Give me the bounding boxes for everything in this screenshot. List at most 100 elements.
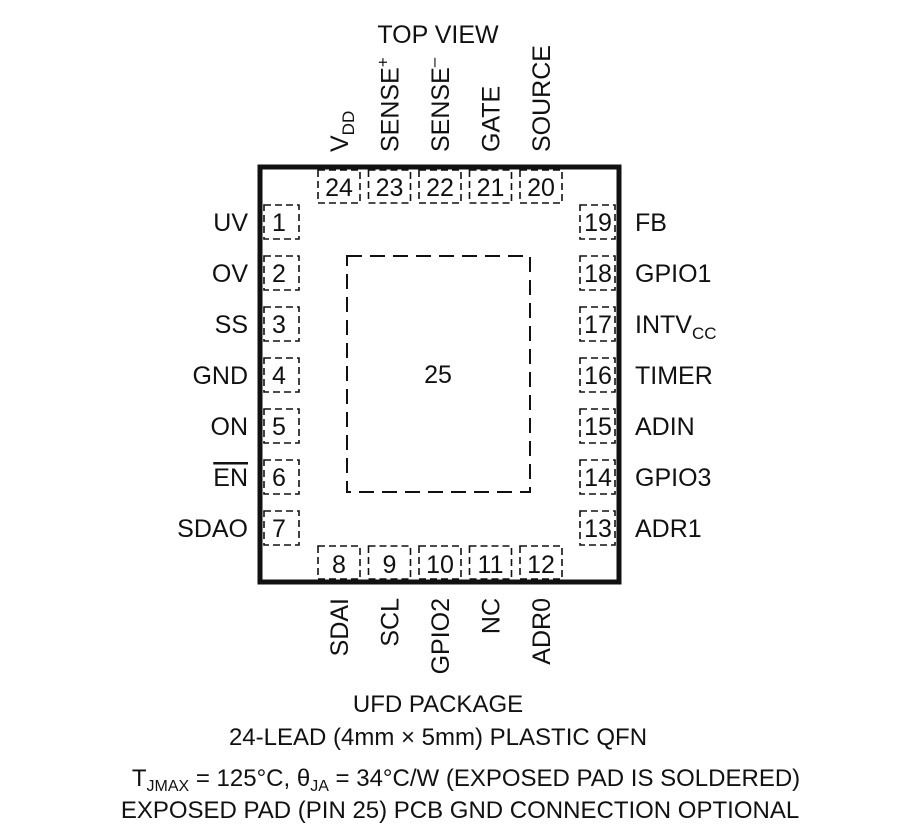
pin-6-name: EN xyxy=(213,464,248,492)
pin-8-name-text: SDAI xyxy=(326,598,354,656)
pin-13-pad xyxy=(579,510,616,546)
exposed-pad xyxy=(346,255,531,493)
pin-10-name: GPIO2 xyxy=(427,598,455,674)
pin-17-pad xyxy=(579,306,616,342)
pin-22-name-superscript: – xyxy=(424,57,443,67)
pin-24-name-subscript: DD xyxy=(339,111,358,136)
pin-3-name-text: SS xyxy=(215,311,248,339)
pin-3-pad xyxy=(263,306,300,342)
pin-20-name: SOURCE xyxy=(528,45,556,152)
pin-11-name: NC xyxy=(478,598,506,634)
pin-8-number: 8 xyxy=(332,551,346,579)
pin-24-pad xyxy=(317,169,361,204)
pin-19-number: 19 xyxy=(584,209,612,237)
pin-6-number: 6 xyxy=(272,464,286,492)
pin-13-name: ADR1 xyxy=(635,515,702,543)
pin-9-number: 9 xyxy=(383,551,397,579)
pin-15-name: ADIN xyxy=(635,413,695,441)
pin-19-name: FB xyxy=(635,209,667,237)
pin-13-number: 13 xyxy=(584,515,612,543)
pin-2-number: 2 xyxy=(272,260,286,288)
thermal-t: T xyxy=(132,765,147,792)
pin-10-name-text: GPIO2 xyxy=(427,598,455,674)
diagram-title: TOP VIEW xyxy=(377,21,499,49)
pin-20-number: 20 xyxy=(527,174,555,202)
thermal-theta-subscript: JA xyxy=(310,778,329,795)
pin-9-pad xyxy=(367,545,412,580)
package-name: UFD PACKAGE xyxy=(353,691,523,718)
pin-5-name-text: ON xyxy=(211,413,249,441)
pin-22-name: SENSE– xyxy=(424,57,455,152)
pin-5-number: 5 xyxy=(272,413,286,441)
pin-12-name-text: ADR0 xyxy=(528,598,556,665)
pin-15-name-text: ADIN xyxy=(635,413,695,441)
pin-16-name: TIMER xyxy=(635,362,713,390)
pin-4-name-text: GND xyxy=(192,362,248,390)
pin-2-pad xyxy=(263,255,300,291)
pin-12-pad xyxy=(519,545,563,580)
thermal-t-subscript: JMAX xyxy=(147,778,190,795)
package-body xyxy=(257,164,622,585)
pin-13-name-text: ADR1 xyxy=(635,515,702,543)
pin-24-name-text: V xyxy=(326,135,354,152)
exposed-pad-number: 25 xyxy=(424,361,452,389)
pin-20-pad xyxy=(519,169,563,204)
pin-14-pad xyxy=(579,459,616,495)
pin-14-name: GPIO3 xyxy=(635,464,711,492)
pin-17-name-subscript: CC xyxy=(692,324,717,343)
pin-9-name: SCL xyxy=(377,598,405,647)
pin-16-number: 16 xyxy=(584,362,612,390)
thermal-mid: = 125°C, θ xyxy=(189,765,310,792)
pin-1-name-text: UV xyxy=(213,209,248,237)
pin-14-name-text: GPIO3 xyxy=(635,464,711,492)
pin-12-name: ADR0 xyxy=(528,598,556,665)
pin-18-name: GPIO1 xyxy=(635,260,711,288)
pin-22-number: 22 xyxy=(426,174,454,202)
pin-7-name-text: SDAO xyxy=(177,515,248,543)
pin-20-name-text: SOURCE xyxy=(528,45,556,152)
pin-15-number: 15 xyxy=(584,413,612,441)
pin-2-name: OV xyxy=(212,260,248,288)
pin-24-name: VDD xyxy=(326,111,358,152)
pin-4-pad xyxy=(263,357,300,393)
thermal-rest: = 34°C/W (EXPOSED PAD IS SOLDERED) xyxy=(329,765,800,792)
pin-6-name-text: EN xyxy=(213,464,248,492)
pin-24-number: 24 xyxy=(325,174,353,202)
pin-23-name-superscript: + xyxy=(374,57,393,67)
pin-16-pad xyxy=(579,357,616,393)
pin-1-number: 1 xyxy=(272,209,286,237)
pin-17-name-text: INTV xyxy=(635,311,692,339)
package-description: 24-LEAD (4mm × 5mm) PLASTIC QFN xyxy=(229,724,647,751)
pin-9-name-text: SCL xyxy=(377,598,405,647)
pin-18-pad xyxy=(579,255,616,291)
pin-12-number: 12 xyxy=(527,551,555,579)
pin-23-pad xyxy=(367,169,412,204)
pin-16-name-text: TIMER xyxy=(635,362,713,390)
pin-18-number: 18 xyxy=(584,260,612,288)
pin-21-name: GATE xyxy=(478,86,506,152)
pin-7-number: 7 xyxy=(272,515,286,543)
pin-5-name: ON xyxy=(211,413,249,441)
pin-10-number: 10 xyxy=(426,551,454,579)
thermal-note: TJMAX = 125°C, θJA = 34°C/W (EXPOSED PAD… xyxy=(132,765,800,795)
pin-11-number: 11 xyxy=(478,551,504,579)
pin-22-name-text: SENSE xyxy=(427,67,455,152)
pin-23-name-text: SENSE xyxy=(377,67,405,152)
pin-8-pad xyxy=(317,545,361,580)
pin-5-pad xyxy=(263,408,300,444)
pin-17-number: 17 xyxy=(584,311,612,339)
pin-10-pad xyxy=(418,545,462,580)
pin-18-name-text: GPIO1 xyxy=(635,260,711,288)
pin-2-name-text: OV xyxy=(212,260,248,288)
pin-4-number: 4 xyxy=(272,362,286,390)
pin-21-number: 21 xyxy=(477,174,505,202)
pin-17-name: INTVCC xyxy=(635,311,717,343)
pin-4-name: GND xyxy=(192,362,248,390)
pin-3-name: SS xyxy=(215,311,248,339)
pin-11-name-text: NC xyxy=(478,598,506,634)
pin-19-pad xyxy=(579,204,616,240)
pin-7-name: SDAO xyxy=(177,515,248,543)
pin-7-pad xyxy=(263,510,300,546)
